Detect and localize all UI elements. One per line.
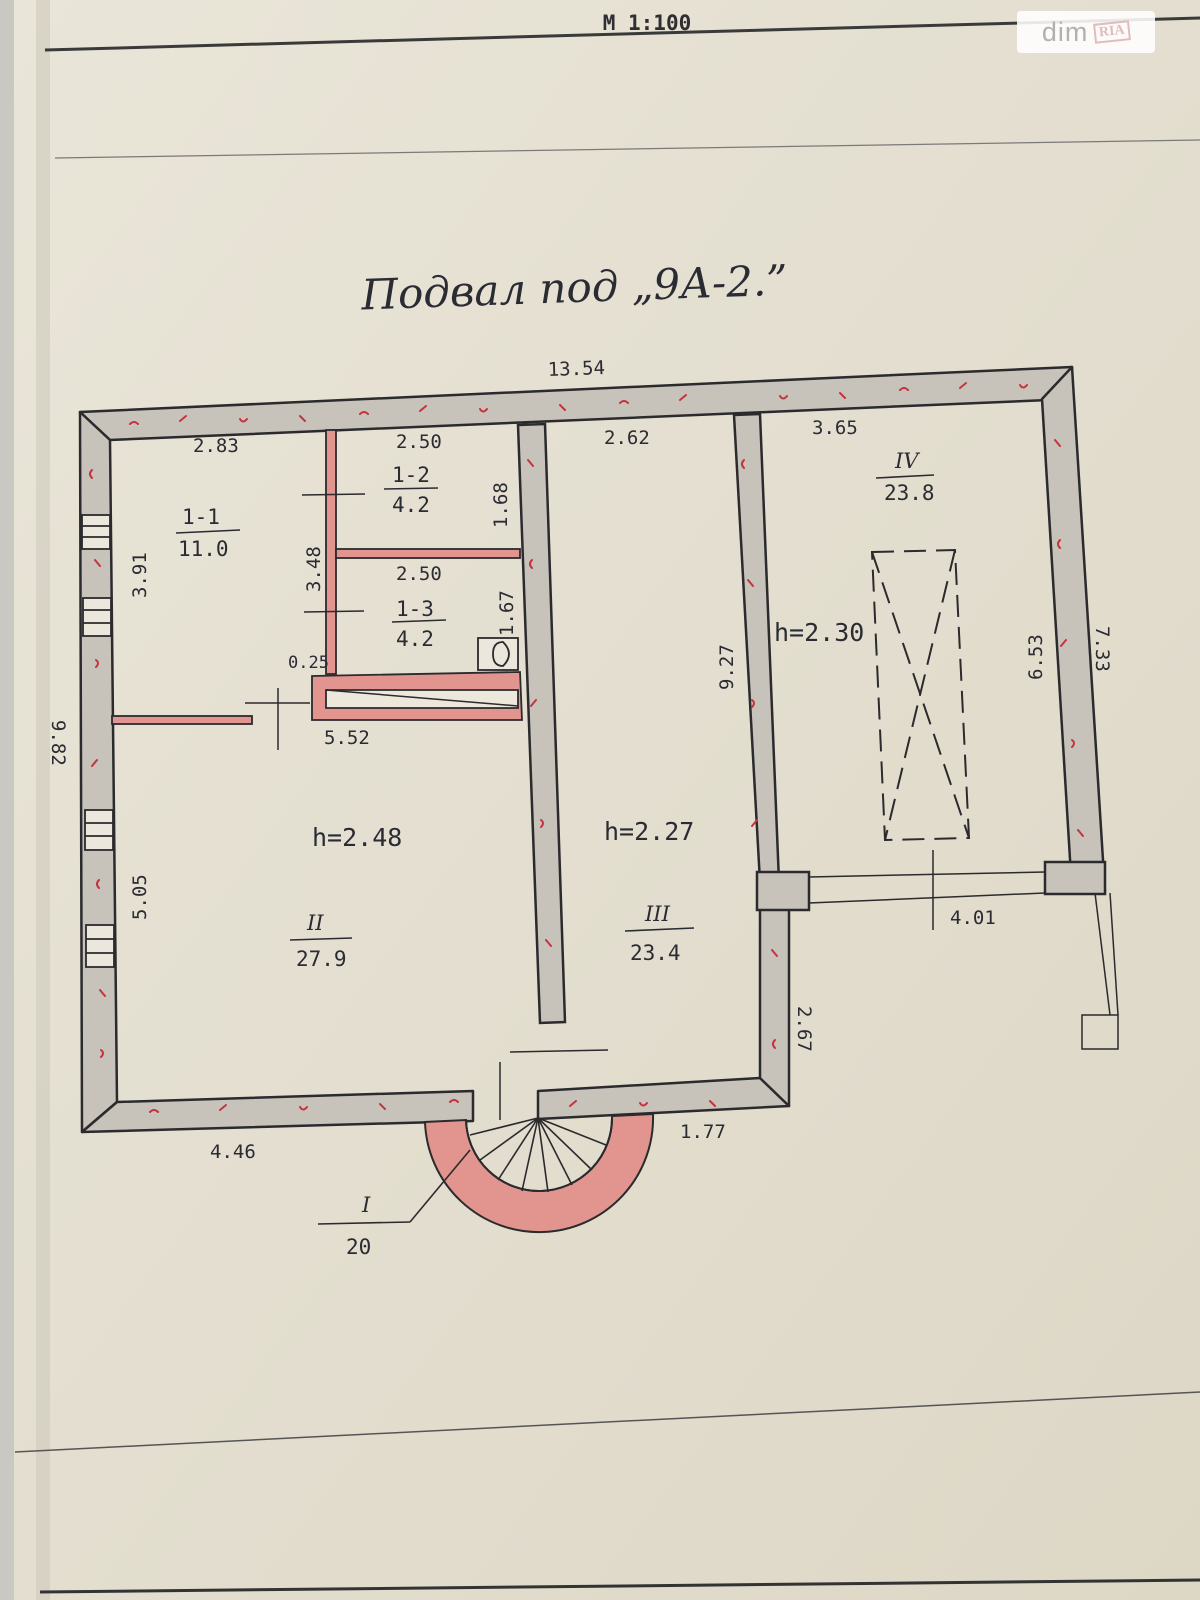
dim-partition-height: 3.48 (303, 546, 325, 592)
partition-diagonal (325, 689, 519, 707)
room-1-1-area: 11.0 (178, 537, 229, 561)
room-1-2-id: 1-2 (392, 463, 430, 487)
room-1-3-id: 1-3 (396, 597, 434, 621)
dim-room-3-depth: 9.27 (716, 644, 738, 690)
room-1-3-area: 4.2 (396, 627, 434, 651)
interior-walls (516, 412, 1107, 1025)
dim-partition-offset: 0.25 (288, 653, 329, 673)
dim-room-1-1-width: 2.83 (193, 435, 239, 457)
room-3-height: h=2.27 (604, 817, 694, 846)
dim-room-2-depth: 5.05 (129, 874, 151, 920)
watermark-badge: dim RIA (1017, 11, 1155, 53)
window-bottom (85, 924, 115, 968)
footer-rule (39, 1578, 1200, 1594)
dimension-labels: 13.54 2.83 2.50 2.50 2.62 3.65 3.91 3.48… (47, 357, 1113, 1163)
dim-room-4-width: 3.65 (812, 417, 858, 439)
dim-room-1-3-width: 2.50 (396, 563, 442, 585)
room-4-opening (808, 871, 1119, 1050)
wall-step-right (758, 880, 791, 1108)
dim-room-4-outer-depth: 7.33 (1091, 626, 1113, 672)
scale-label: М 1:100 (603, 11, 692, 35)
dim-step-depth: 2.67 (793, 1006, 815, 1052)
window-lower (84, 809, 114, 851)
stair-leader-base (317, 1221, 411, 1225)
dim-room-1-1-depth: 3.91 (129, 552, 151, 598)
room-labels: 1-1 11.0 1-2 4.2 1-3 4.2 h=2.48 II 27.9 … (178, 449, 935, 1259)
window-upper (81, 514, 111, 550)
partition-vertical (325, 429, 337, 675)
partition-corridor (111, 715, 253, 725)
wall-jamb-left (755, 870, 811, 912)
wall-jamb-right (1043, 860, 1107, 896)
partition-1-2-1-3 (335, 548, 521, 559)
wall-between-2-3 (516, 422, 567, 1025)
dim-bottom-right-width: 1.77 (680, 1121, 726, 1143)
stair-id: I (361, 1193, 371, 1217)
dim-left-depth: 9.82 (47, 720, 69, 766)
stair-leader-line (409, 1149, 471, 1223)
dim-corridor-width: 5.52 (324, 727, 370, 749)
wall-bottom-left (80, 1089, 475, 1134)
watermark-ria-logo: RIA (1093, 20, 1132, 44)
room-4-id: IV (894, 449, 920, 473)
dim-room-1-2-width: 2.50 (396, 431, 442, 453)
left-windows (81, 514, 115, 968)
room-4-area: 23.8 (884, 481, 935, 505)
fraction-bars (175, 474, 935, 941)
room-1-1-id: 1-1 (182, 505, 220, 529)
pit-outline (870, 548, 971, 842)
room-2-area: 27.9 (296, 947, 347, 971)
top-rule (54, 139, 1200, 159)
door-markers (245, 493, 934, 1120)
dim-overall-width: 13.54 (547, 357, 605, 381)
dim-bottom-left-width: 4.46 (210, 1141, 256, 1163)
stair-area: 20 (346, 1235, 371, 1259)
room-2-id: II (306, 911, 324, 935)
wall-hatching (89, 382, 1084, 1113)
header-rule (44, 16, 1200, 52)
spiral-staircase (317, 1112, 655, 1234)
window-middle (82, 597, 112, 637)
room-1-2-area: 4.2 (392, 493, 430, 517)
paper-sheet (14, 0, 1200, 1600)
paper-fold (36, 0, 50, 1600)
dim-room-3-width: 2.62 (604, 427, 650, 449)
room-3-area: 23.4 (630, 941, 681, 965)
room-2-height: h=2.48 (312, 823, 402, 852)
paper-left-edge (0, 0, 14, 1600)
room-4-height: h=2.30 (774, 618, 864, 647)
watermark-brand: dim (1041, 16, 1089, 47)
toilet-icon (477, 637, 519, 671)
dim-room-4-inner-depth: 6.53 (1025, 634, 1047, 680)
dim-room-1-3-depth: 1.67 (496, 590, 518, 636)
dim-room-4-bottom-width: 4.01 (950, 907, 996, 929)
dim-room-1-2-depth: 1.68 (490, 482, 512, 528)
room-3-id: III (644, 902, 671, 926)
bottom-rule (14, 1391, 1200, 1453)
